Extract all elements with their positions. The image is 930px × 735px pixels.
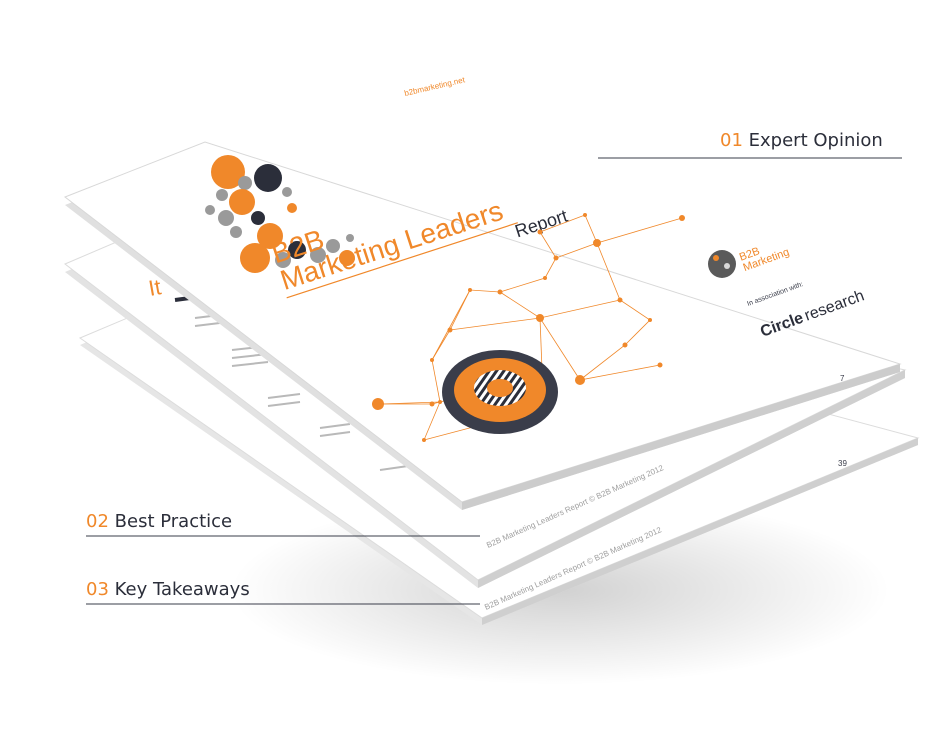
callout-best-practice: 02 Best Practice: [86, 511, 232, 532]
callout-label: Key Takeaways: [114, 579, 250, 600]
bubble-logo-graphic: [205, 155, 355, 273]
callout-number: 03: [86, 579, 109, 600]
callout-expert-opinion: 01 Expert Opinion: [720, 130, 883, 151]
middle-page-number: 39: [838, 459, 847, 468]
network-nodes: [372, 213, 685, 442]
partner-name-suffix: research: [802, 287, 866, 324]
callout-number: 01: [720, 130, 743, 151]
callout-label: Expert Opinion: [748, 130, 883, 151]
callout-number: 02: [86, 511, 109, 532]
top-page: B2B Marketing Leaders Report b2bmarketin…: [63, 75, 902, 510]
partner-label: In association with:: [746, 281, 804, 308]
callout-label: Best Practice: [114, 511, 233, 532]
callout-key-takeaways: 03 Key Takeaways: [86, 579, 250, 600]
target-graphic: [442, 350, 558, 434]
site-url: b2bmarketing.net: [403, 75, 466, 98]
svg-text:It: It: [147, 274, 163, 301]
top-page-number: 7: [840, 374, 845, 383]
